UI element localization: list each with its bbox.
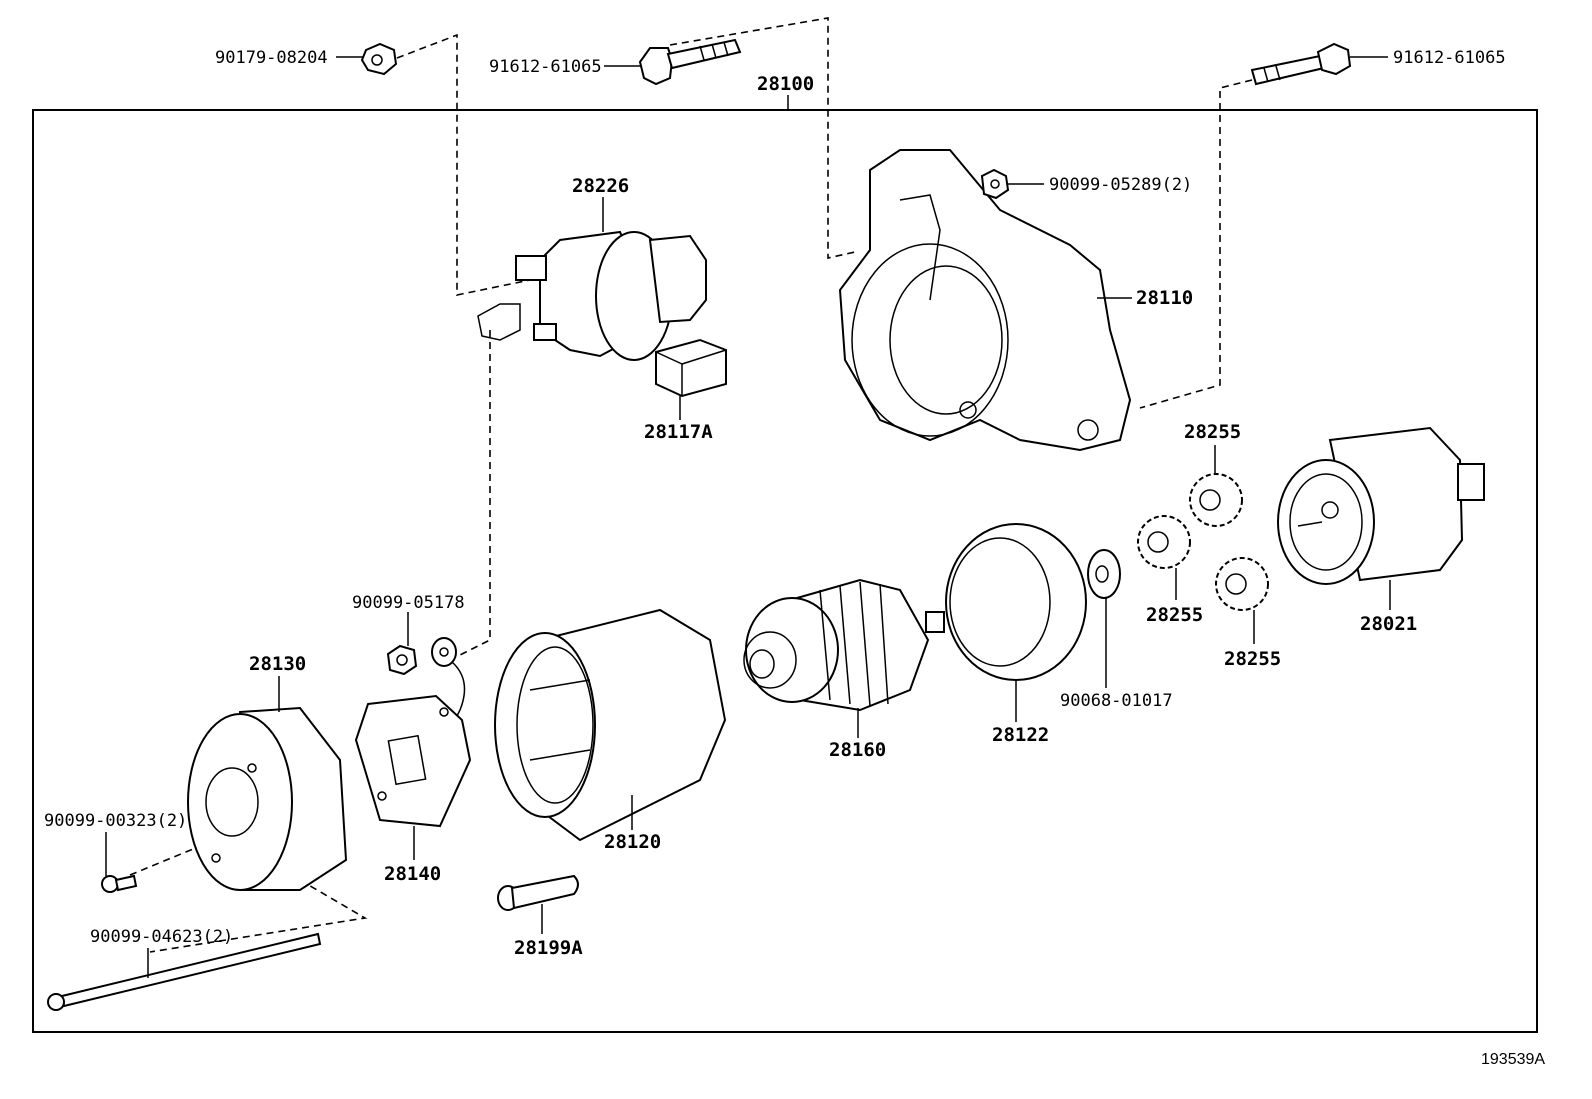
callout-28255-top: 28255: [1184, 421, 1241, 443]
callout-28255-bottom: 28255: [1224, 648, 1281, 670]
washer-90068-01017: [1087, 549, 1121, 688]
bolt-91612-61065-left: [604, 38, 742, 86]
lead-28199A: [497, 874, 579, 934]
callout-90099-04623: 90099-04623(2): [90, 927, 233, 947]
nut-90099-05289: [980, 168, 1044, 200]
callout-28226: 28226: [572, 175, 629, 197]
callout-90099-05178: 90099-05178: [352, 593, 465, 613]
planetary-gear-28255-middle: [1137, 515, 1191, 600]
callout-28117A: 28117A: [644, 421, 713, 443]
seal-28117A: [655, 338, 727, 420]
armature-28160: [743, 578, 945, 738]
screw-90099-00323: [101, 832, 138, 893]
callout-28122: 28122: [992, 724, 1049, 746]
callout-90099-05289: 90099-05289(2): [1049, 175, 1192, 195]
callout-90099-00323: 90099-00323(2): [44, 811, 187, 831]
through-bolt-90099-04623: [47, 932, 322, 1011]
callout-28021: 28021: [1360, 613, 1417, 635]
callout-90068-01017: 90068-01017: [1060, 691, 1173, 711]
dashed-guides: [129, 17, 1253, 953]
ring-gear-28122: [945, 523, 1087, 722]
callout-28130: 28130: [249, 653, 306, 675]
planetary-gear-28255-top: [1189, 445, 1243, 527]
end-frame-28130: [187, 676, 348, 891]
nut-90099-05178: [386, 612, 418, 676]
lead-wire-terminal: [431, 637, 466, 731]
callout-90179-08204: 90179-08204: [215, 48, 328, 68]
callout-91612-61065-right: 91612-61065: [1393, 48, 1506, 68]
callout-28120: 28120: [604, 831, 661, 853]
callout-28100: 28100: [757, 73, 814, 95]
housing-28110: [838, 149, 1132, 452]
planetary-gear-28255-bottom: [1215, 557, 1269, 644]
callout-28140: 28140: [384, 863, 441, 885]
bolt-91612-61065-right: [1250, 42, 1388, 86]
nut-90179-08204: [336, 42, 398, 76]
diagram-reference-number: 193539A: [1481, 1051, 1545, 1068]
callout-28199A: 28199A: [514, 937, 583, 959]
assembly-frame: [32, 109, 1538, 1033]
callout-28160: 28160: [829, 739, 886, 761]
callout-28110: 28110: [1136, 287, 1193, 309]
brush-holder-28140: [354, 694, 472, 860]
field-frame-28120: [494, 608, 727, 842]
solenoid-28226: [477, 197, 707, 361]
callout-91612-61065-left: 91612-61065: [489, 57, 602, 77]
output-shaft-28021: [1277, 426, 1485, 610]
callout-28255-middle: 28255: [1146, 604, 1203, 626]
